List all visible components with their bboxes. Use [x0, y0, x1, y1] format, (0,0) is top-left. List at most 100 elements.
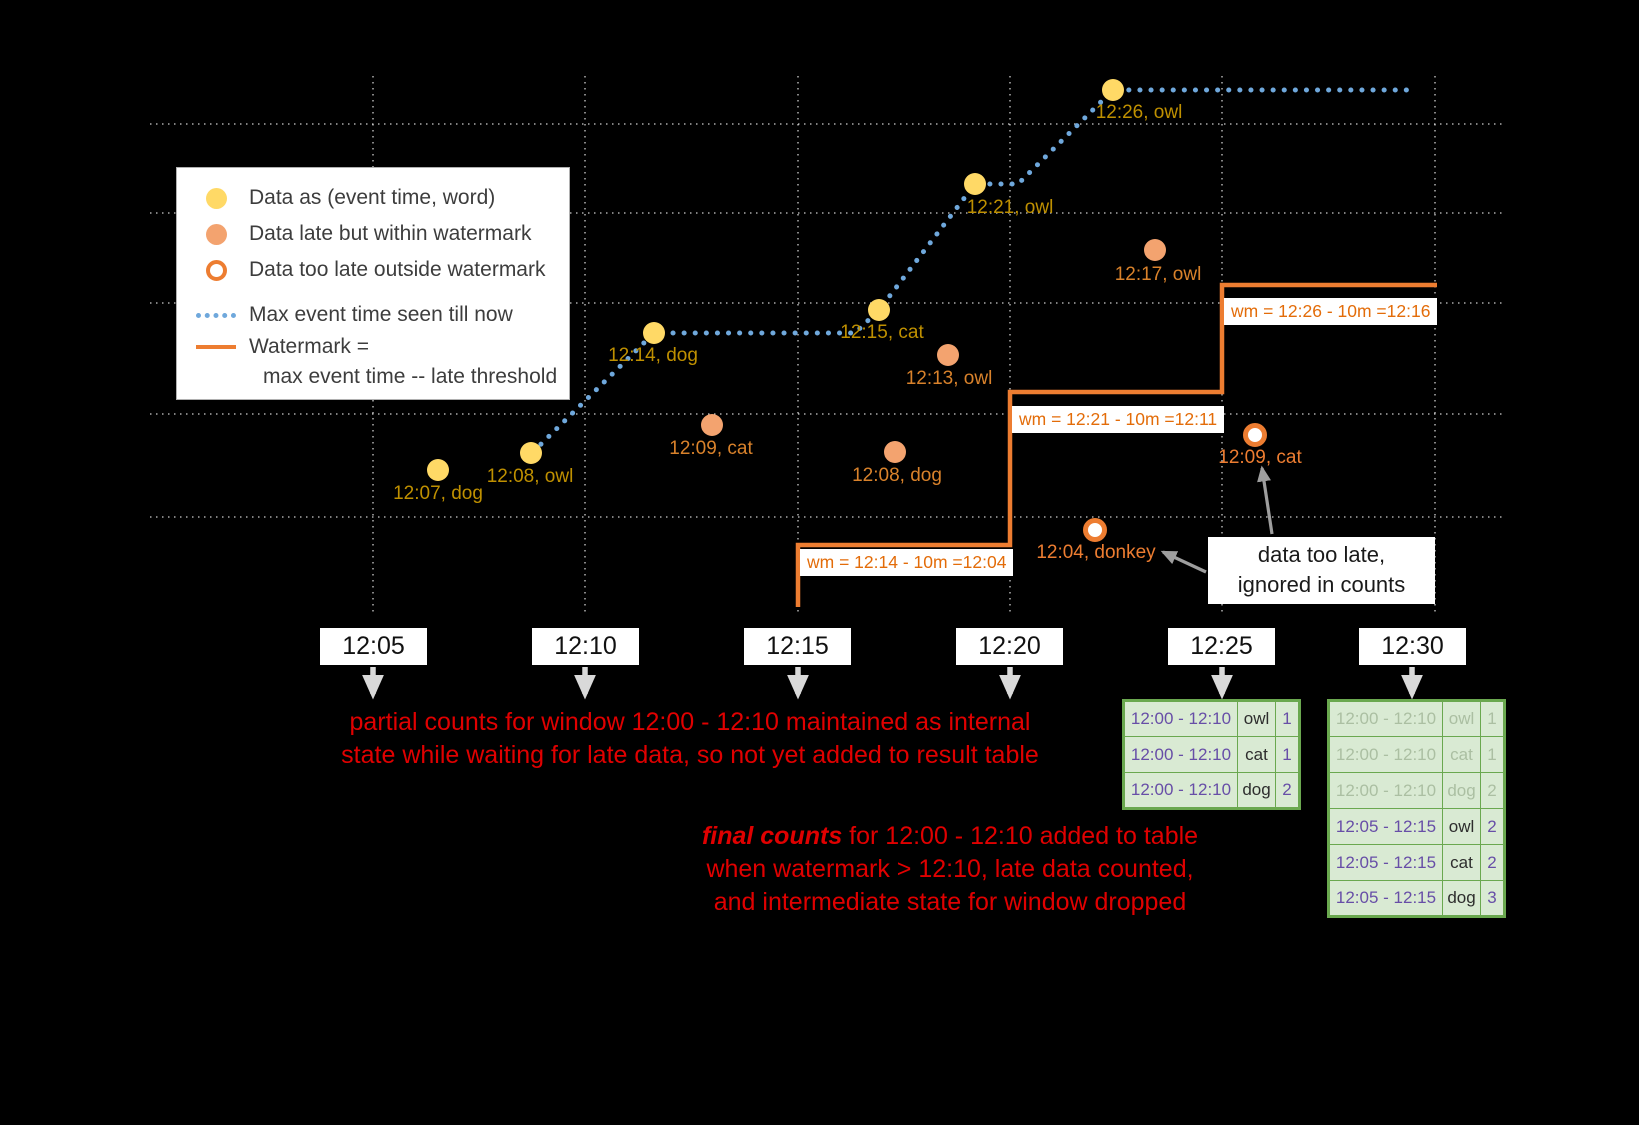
word-cell: cat	[1442, 844, 1481, 881]
axis-tick-12-10: 12:10	[532, 628, 639, 665]
window-cell: 12:05 - 12:15	[1328, 808, 1443, 845]
word-cell: dog	[1442, 880, 1481, 917]
watermark-value-2: wm = 12:21 - 10m =12:11	[1012, 406, 1225, 433]
legend-item-max-event-time: Max event time seen till now	[195, 298, 561, 332]
count-cell: 2	[1480, 772, 1505, 809]
data-point-label: 12:26, owl	[1095, 102, 1183, 123]
word-cell: dog	[1237, 772, 1276, 809]
data-point-on-time	[964, 173, 986, 195]
too-late-ring-icon	[195, 259, 237, 281]
legend-item-late: Data late but within watermark	[195, 216, 561, 252]
legend-label: Data too late outside watermark	[249, 258, 546, 281]
final-counts-emphasis: final counts	[701, 822, 843, 850]
count-cell: 2	[1275, 772, 1300, 809]
note-line: state while waiting for late data, so no…	[341, 741, 1039, 769]
data-point-too-late	[1243, 423, 1267, 447]
legend-spacer	[195, 288, 561, 298]
note-partial-counts: partial counts for window 12:00 - 12:10 …	[318, 706, 1062, 772]
legend-label: Max event time seen till now	[249, 303, 513, 326]
legend-label: Watermark =	[249, 335, 369, 358]
watermark-line	[795, 282, 1437, 607]
legend-label: Data as (event time, word)	[249, 186, 496, 209]
word-cell: owl	[1442, 808, 1481, 845]
data-point-label: 12:17, owl	[1114, 264, 1202, 285]
data-point-label: 12:14, dog	[608, 345, 698, 366]
legend-item-too-late: Data too late outside watermark	[195, 252, 561, 288]
count-cell: 1	[1275, 736, 1300, 773]
too-late-callout: data too late, ignored in counts	[1208, 537, 1435, 604]
data-point-on-time	[1102, 79, 1124, 101]
data-point-on-time	[868, 299, 890, 321]
data-point-label: 12:21, owl	[966, 197, 1054, 218]
on-time-dot-icon	[195, 187, 237, 209]
result-table-1225: 12:00 - 12:10 owl 1 12:00 - 12:10 cat 1 …	[1122, 699, 1301, 810]
data-point-label: 12:09, cat	[669, 438, 753, 459]
table-row-dropped: 12:00 - 12:10 cat 1	[1328, 736, 1505, 773]
word-cell: cat	[1442, 736, 1481, 773]
window-cell: 12:00 - 12:10	[1123, 700, 1238, 737]
window-cell: 12:00 - 12:10	[1123, 772, 1238, 809]
count-cell: 1	[1275, 700, 1300, 737]
count-cell: 1	[1480, 700, 1505, 737]
trigger-arrows	[362, 667, 1423, 700]
window-cell: 12:05 - 12:15	[1328, 880, 1443, 917]
data-point-on-time	[427, 459, 449, 481]
watermark-value-3: wm = 12:26 - 10m =12:16	[1224, 298, 1438, 325]
axis-tick-12-15: 12:15	[744, 628, 851, 665]
table-row-dropped: 12:00 - 12:10 owl 1	[1328, 700, 1505, 737]
note-line: when watermark > 12:10, late data counte…	[706, 855, 1194, 883]
table-row-dropped: 12:00 - 12:10 dog 2	[1328, 772, 1505, 809]
watermark-value-1: wm = 12:14 - 10m =12:04	[800, 549, 1014, 576]
callout-arrows	[1160, 465, 1274, 574]
window-cell: 12:05 - 12:15	[1328, 844, 1443, 881]
word-cell: dog	[1442, 772, 1481, 809]
result-table-1230: 12:00 - 12:10 owl 1 12:00 - 12:10 cat 1 …	[1327, 699, 1506, 918]
count-cell: 1	[1480, 736, 1505, 773]
window-cell: 12:00 - 12:10	[1328, 700, 1443, 737]
window-cell: 12:00 - 12:10	[1328, 772, 1443, 809]
data-point-on-time	[643, 322, 665, 344]
count-cell: 2	[1480, 844, 1505, 881]
legend-label: Data late but within watermark	[249, 222, 532, 245]
solid-line-icon	[195, 345, 237, 349]
max-event-time-line	[530, 87, 1417, 455]
legend-item-watermark: Watermark =	[195, 332, 561, 362]
table-row: 12:05 - 12:15 owl 2	[1328, 808, 1505, 845]
data-point-label: 12:07, dog	[393, 483, 483, 504]
data-point-on-time	[520, 442, 542, 464]
axis-tick-12-05: 12:05	[320, 628, 427, 665]
table-row: 12:05 - 12:15 cat 2	[1328, 844, 1505, 881]
data-point-label: 12:08, dog	[852, 465, 942, 486]
count-cell: 3	[1480, 880, 1505, 917]
legend-item-on-time: Data as (event time, word)	[195, 180, 561, 216]
late-dot-icon	[195, 223, 237, 245]
data-point-late	[884, 441, 906, 463]
data-point-label: 12:15, cat	[840, 322, 924, 343]
data-point-too-late	[1083, 518, 1107, 542]
data-point-label: 12:08, owl	[486, 466, 574, 487]
table-row: 12:00 - 12:10 cat 1	[1123, 736, 1300, 773]
note-line-rest: for 12:00 - 12:10 added to table	[842, 822, 1199, 850]
count-cell: 2	[1480, 808, 1505, 845]
word-cell: owl	[1442, 700, 1481, 737]
axis-tick-12-25: 12:25	[1168, 628, 1275, 665]
callout-line2: ignored in counts	[1237, 572, 1406, 597]
dotted-line-icon	[195, 312, 237, 318]
data-point-late	[937, 344, 959, 366]
data-point-late	[701, 414, 723, 436]
data-point-label: 12:09, cat	[1218, 447, 1302, 468]
legend: Data as (event time, word) Data late but…	[176, 167, 570, 400]
word-cell: owl	[1237, 700, 1276, 737]
note-line: and intermediate state for window droppe…	[713, 888, 1187, 916]
data-point-label: 12:13, owl	[905, 368, 993, 389]
axis-tick-12-30: 12:30	[1359, 628, 1466, 665]
legend-label: max event time -- late threshold	[263, 365, 558, 388]
legend-item-watermark-continued: max event time -- late threshold	[195, 362, 561, 392]
note-final-counts: final counts for 12:00 - 12:10 added to …	[670, 820, 1230, 919]
window-cell: 12:00 - 12:10	[1328, 736, 1443, 773]
table-row: 12:05 - 12:15 dog 3	[1328, 880, 1505, 917]
window-cell: 12:00 - 12:10	[1123, 736, 1238, 773]
word-cell: cat	[1237, 736, 1276, 773]
